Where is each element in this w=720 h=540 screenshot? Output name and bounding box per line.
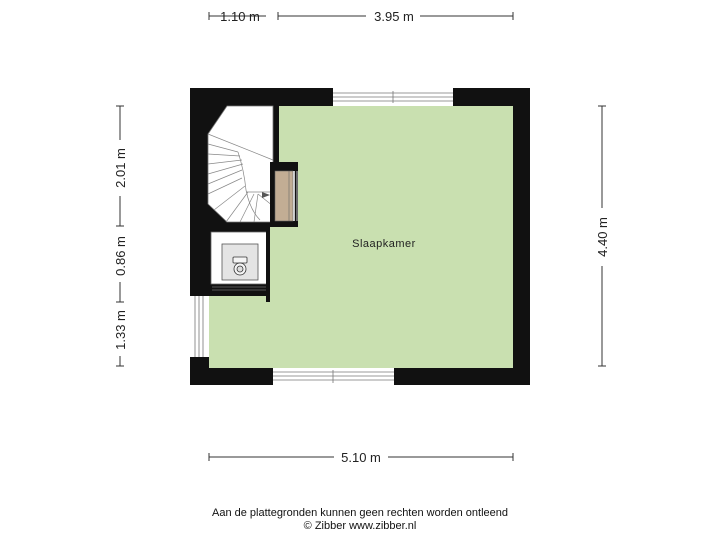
window-icon xyxy=(273,368,394,385)
window-icon xyxy=(333,88,453,106)
toilet-icon xyxy=(232,256,248,276)
window-icon xyxy=(190,296,209,357)
dimension-right-label: 4.40 m xyxy=(595,217,610,257)
dimension-left-middle-label: 0.86 m xyxy=(113,236,128,276)
toilet-wall xyxy=(266,227,270,302)
dimension-left-bottom-label: 1.33 m xyxy=(113,310,128,350)
dimension-bottom xyxy=(208,453,514,461)
dimension-left-top-label: 2.01 m xyxy=(113,148,128,188)
footer-disclaimer: Aan de plattegronden kunnen geen rechten… xyxy=(211,507,508,519)
room-label-slaapkamer: Slaapkamer xyxy=(352,238,416,250)
dimension-left xyxy=(116,105,124,367)
dimension-top-left-label: 1.10 m xyxy=(220,9,260,24)
dimension-top-right-label: 3.95 m xyxy=(374,9,414,24)
dimension-top xyxy=(208,12,514,20)
staircase-icon xyxy=(207,105,274,223)
room-slaapkamer-main xyxy=(279,106,513,368)
dimension-bottom-label: 5.10 m xyxy=(341,450,381,465)
room-slaapkamer-notch xyxy=(269,227,279,296)
toilet-room xyxy=(210,231,268,291)
dimension-right xyxy=(598,105,606,367)
closet-fill xyxy=(274,170,294,222)
footer-copyright: © Zibber www.zibber.nl xyxy=(303,520,417,532)
